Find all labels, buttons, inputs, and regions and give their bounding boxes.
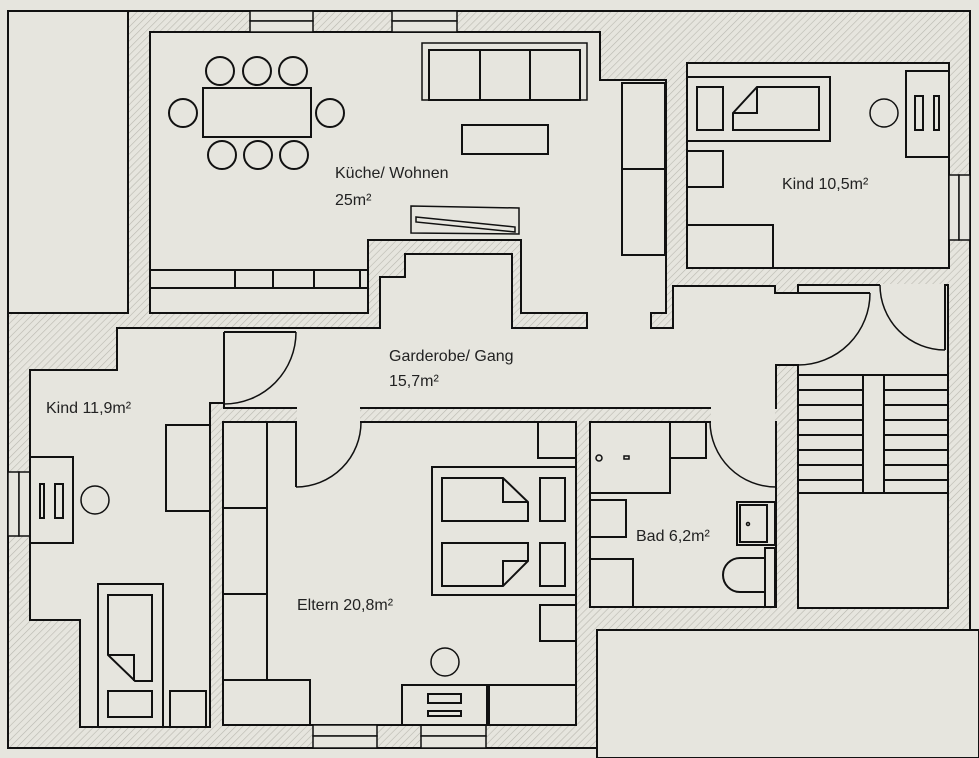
nightstand-kind-11-9 (169, 690, 207, 728)
shelf-kind-10-5 (686, 150, 724, 188)
stairs (798, 374, 948, 494)
windows (7, 10, 971, 749)
label-kind-11-9: Kind 11,9m² (46, 400, 132, 417)
washing-machine (589, 499, 627, 538)
room-eltern (222, 421, 577, 726)
room-bad (589, 421, 777, 608)
shelf-bad (669, 421, 707, 459)
room-area: 25m² (335, 192, 372, 209)
nightstand-bottom (539, 604, 577, 642)
wardrobe-eltern (222, 421, 311, 726)
bed-kind-10-5 (686, 76, 831, 142)
room-area: 15,7m² (389, 373, 439, 390)
door-entrance[interactable] (879, 284, 946, 351)
room-name: Küche/ Wohnen (335, 165, 449, 182)
bed-kind-11-9 (97, 583, 164, 728)
label-bad: Bad 6,2m² (636, 528, 710, 545)
sink (736, 501, 776, 546)
door-bad[interactable] (709, 421, 777, 488)
sofa (421, 42, 588, 101)
double-bed (431, 466, 577, 596)
label-gang: Garderobe/ Gang 15,7m² (389, 345, 514, 394)
chair-kind-10-5 (869, 98, 899, 128)
label-eltern: Eltern 20,8m² (297, 597, 394, 614)
outer-strip-left (7, 10, 129, 314)
label-kueche: Küche/ Wohnen 25m² (335, 162, 449, 213)
toilet (722, 547, 776, 608)
chair-eltern (430, 647, 460, 677)
label-kind-10-5: Kind 10,5m² (782, 176, 869, 193)
door-kind-11-9[interactable] (223, 331, 297, 405)
desk-kind-10-5 (905, 70, 950, 158)
nightstand-top (537, 421, 577, 459)
door-eltern[interactable] (295, 421, 362, 488)
outer-area-bottom-right (596, 629, 979, 758)
cabinet-bad (589, 558, 634, 608)
dining-table (168, 56, 345, 170)
desk-eltern (401, 684, 488, 726)
cabinet (621, 82, 666, 256)
room-kueche-gang-kind (29, 31, 799, 728)
tv-board (410, 205, 520, 235)
chair-kind-11-9 (80, 485, 110, 515)
wardrobe-kind-11-9 (165, 424, 211, 512)
kitchen-counter (149, 269, 369, 289)
door-stairwell[interactable] (797, 292, 871, 366)
coffee-table (461, 124, 549, 155)
desk-kind-11-9 (29, 456, 74, 544)
room-name: Garderobe/ Gang (389, 348, 514, 365)
dresser-eltern (488, 684, 577, 726)
wardrobe-kind-10-5 (686, 224, 774, 269)
